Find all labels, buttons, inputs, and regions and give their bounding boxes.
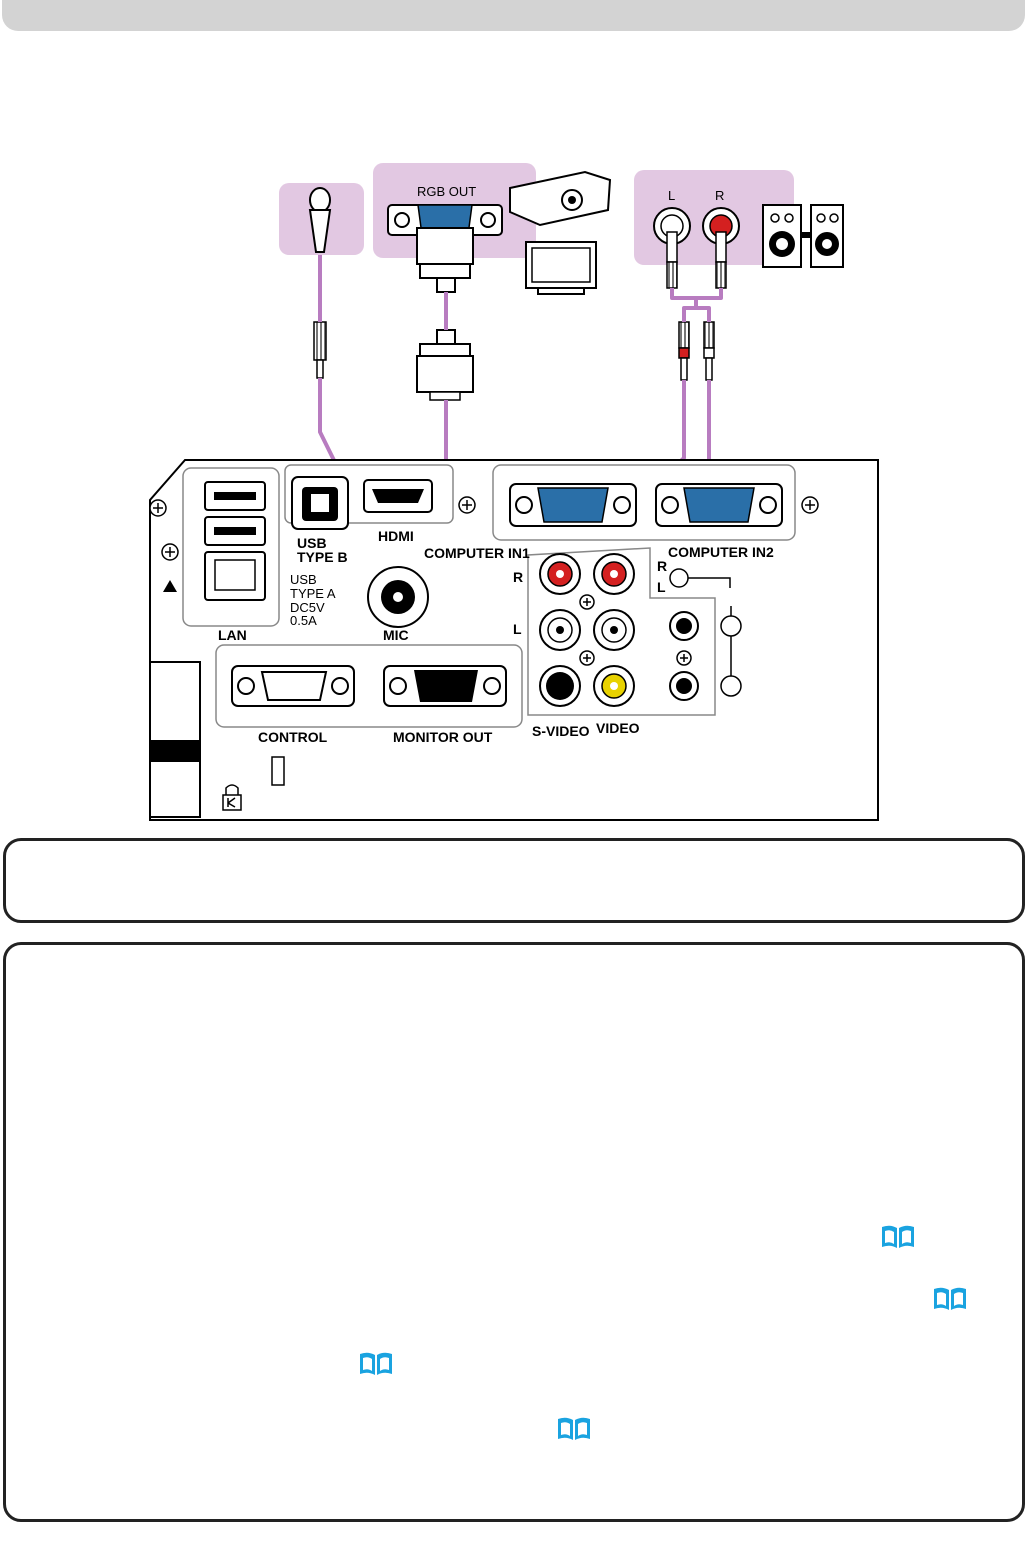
lan-label: LAN — [218, 627, 247, 643]
usb-type-a-label-1: USB — [290, 572, 317, 587]
usb-type-a-port-2 — [204, 516, 266, 546]
audio-out-panel-r-label: R — [657, 558, 667, 574]
lan-port — [204, 551, 266, 601]
usb-type-b-label-1: USB — [297, 535, 327, 551]
rca-plug-bottom-r — [703, 321, 715, 381]
rca-plug-bottom-l — [678, 321, 690, 381]
switch-slot — [271, 756, 285, 786]
book-icon[interactable] — [880, 1223, 916, 1251]
projector-back-panel — [149, 459, 879, 821]
lock-icon — [222, 784, 242, 811]
audio-in-l-label: L — [513, 621, 522, 637]
connection-diagram: RGB OUT L R — [149, 163, 879, 821]
usb-type-b-port — [291, 476, 349, 530]
mic-label: MIC — [383, 627, 409, 643]
audio-in-r-label: R — [513, 569, 523, 585]
usb-type-a-label-4: 0.5A — [290, 613, 317, 628]
video-label: VIDEO — [596, 720, 640, 736]
computer-in2-label: COMPUTER IN2 — [668, 544, 774, 560]
audio-out-panel-l-label: L — [657, 579, 666, 595]
audio-in2-r-jack — [593, 553, 635, 595]
vga-plug-bottom — [416, 329, 474, 401]
computer-in1-label: COMPUTER IN1 — [424, 545, 530, 561]
computer-in2-port — [655, 483, 783, 527]
hdmi-port — [363, 479, 433, 513]
usb-type-a-label-2: TYPE A — [290, 586, 336, 601]
book-icon[interactable] — [932, 1285, 968, 1313]
book-icon[interactable] — [556, 1415, 592, 1443]
projector-icon — [509, 170, 612, 227]
audio-out-jack-1 — [669, 611, 699, 641]
hdmi-label: HDMI — [378, 528, 414, 544]
audio-out-jack-2 — [669, 671, 699, 701]
video-port — [593, 665, 635, 707]
s-video-label: S-VIDEO — [532, 723, 590, 739]
microphone-icon — [308, 187, 332, 253]
mic-plug — [313, 321, 327, 379]
audio-out-l-label: L — [668, 188, 675, 203]
audio-out-r-label: R — [715, 188, 724, 203]
computer-in1-port — [509, 483, 637, 527]
rca-plug-top-r — [715, 231, 727, 289]
note-box — [3, 838, 1025, 923]
rgb-out-label: RGB OUT — [417, 184, 476, 199]
control-port — [231, 665, 355, 707]
notes-box — [3, 942, 1025, 1522]
audio-in1-r-jack — [539, 553, 581, 595]
usb-type-a-label-3: DC5V — [290, 600, 325, 615]
book-icon[interactable] — [358, 1350, 394, 1378]
rca-plug-top-l — [666, 231, 678, 289]
monitor-out-label: MONITOR OUT — [393, 729, 493, 745]
audio-cable-split — [682, 298, 711, 322]
mic-port — [367, 566, 429, 628]
audio-cable-top — [670, 288, 723, 300]
usb-type-b-label-2: TYPE B — [297, 549, 348, 565]
speakers-icon — [762, 204, 844, 268]
control-label: CONTROL — [258, 729, 328, 745]
audio-in2-l-jack — [593, 609, 635, 651]
monitor-icon — [525, 241, 597, 295]
vga-plug-top — [416, 227, 474, 293]
usb-type-a-port-1 — [204, 481, 266, 511]
monitor-out-port — [383, 665, 507, 707]
s-video-port — [539, 665, 581, 707]
header-bar — [2, 0, 1025, 31]
audio-in1-l-jack — [539, 609, 581, 651]
